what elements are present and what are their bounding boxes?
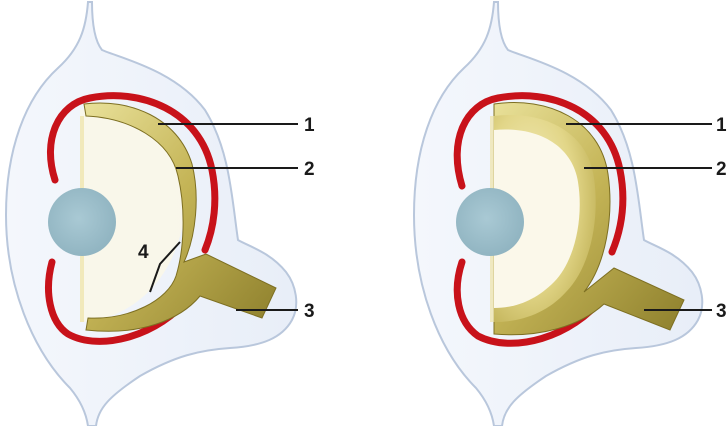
left-label-4: 4	[138, 242, 149, 263]
left-nucleus	[48, 188, 116, 256]
right-label-3: 3	[716, 301, 727, 322]
right-label-2: 2	[716, 159, 727, 180]
left-label-1: 1	[304, 115, 315, 136]
left-panel: 1 2 3 4	[6, 2, 315, 426]
right-panel: 1 2 3	[414, 2, 727, 426]
left-label-2: 2	[304, 159, 315, 180]
left-label-3: 3	[304, 301, 315, 322]
right-label-1: 1	[716, 115, 727, 136]
right-nucleus	[456, 188, 524, 256]
